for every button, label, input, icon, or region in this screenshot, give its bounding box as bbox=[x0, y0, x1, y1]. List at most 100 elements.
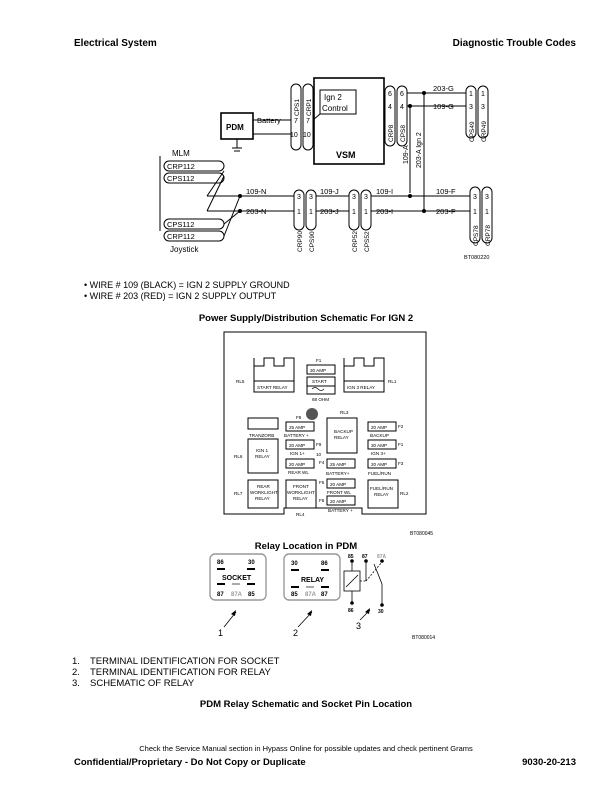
svg-text:RELAY: RELAY bbox=[334, 435, 349, 440]
svg-text:85: 85 bbox=[248, 592, 255, 598]
svg-text:109-I: 109-I bbox=[376, 187, 393, 196]
svg-text:F1: F1 bbox=[398, 442, 404, 447]
svg-text:CRP1: CRP1 bbox=[306, 98, 313, 116]
svg-text:FUEL/RUN: FUEL/RUN bbox=[370, 486, 393, 491]
svg-text:4: 4 bbox=[400, 104, 404, 111]
connector-crp52 bbox=[348, 189, 360, 231]
connector-cps52 bbox=[360, 189, 372, 231]
wire-legend-item: WIRE # 203 (RED) = IGN 2 SUPPLY OUTPUT bbox=[84, 291, 290, 302]
callout-2: 2 bbox=[293, 628, 298, 638]
list-item: 1.TERMINAL IDENTIFICATION FOR SOCKET bbox=[72, 656, 280, 667]
svg-text:TRANZORB: TRANZORB bbox=[249, 433, 274, 438]
vsm-label: VSM bbox=[336, 150, 356, 160]
svg-text:IGN 3 RELAY: IGN 3 RELAY bbox=[347, 385, 375, 390]
svg-text:30: 30 bbox=[291, 561, 298, 567]
svg-text:START RELAY: START RELAY bbox=[257, 385, 288, 390]
svg-text:IGN 1: IGN 1 bbox=[256, 448, 268, 453]
callout-3: 3 bbox=[356, 621, 361, 631]
svg-text:203-F: 203-F bbox=[436, 207, 456, 216]
figure-id-bt080220: BT080220 bbox=[464, 255, 489, 261]
connector-crp90 bbox=[293, 189, 305, 231]
svg-text:F3: F3 bbox=[398, 461, 404, 466]
connector-cps112-top bbox=[163, 172, 225, 184]
svg-text:1: 1 bbox=[485, 209, 489, 216]
svg-text:85: 85 bbox=[291, 592, 298, 598]
svg-text:IGN 1+: IGN 1+ bbox=[290, 451, 305, 456]
svg-text:RL5: RL5 bbox=[236, 379, 245, 384]
callout-1: 1 bbox=[218, 628, 223, 638]
svg-text:CRP52: CRP52 bbox=[352, 231, 359, 252]
svg-text:87A: 87A bbox=[305, 592, 317, 598]
svg-text:CPS8: CPS8 bbox=[400, 125, 407, 142]
figure-id-bt080045: BT080045 bbox=[410, 531, 433, 537]
svg-text:CPS52: CPS52 bbox=[364, 231, 371, 252]
list-item: 2.TERMINAL IDENTIFICATION FOR RELAY bbox=[72, 667, 271, 678]
joystick-label: Joystick bbox=[170, 245, 199, 254]
svg-text:10: 10 bbox=[316, 452, 322, 457]
svg-text:25 AMP: 25 AMP bbox=[289, 425, 305, 430]
svg-text:1: 1 bbox=[481, 91, 485, 98]
svg-text:CPS1: CPS1 bbox=[294, 99, 301, 116]
connector-crp49 bbox=[477, 85, 489, 139]
svg-text:RELAY: RELAY bbox=[293, 496, 308, 501]
svg-text:F2: F2 bbox=[398, 424, 404, 429]
svg-text:203-G: 203-G bbox=[433, 84, 454, 93]
svg-text:1: 1 bbox=[309, 209, 313, 216]
svg-text:3: 3 bbox=[473, 194, 477, 201]
svg-text:1: 1 bbox=[364, 209, 368, 216]
svg-text:30 AMP: 30 AMP bbox=[310, 368, 326, 373]
svg-text:4: 4 bbox=[388, 104, 392, 111]
svg-text:203-A Ign 2: 203-A Ign 2 bbox=[416, 132, 423, 168]
svg-text:CRP112: CRP112 bbox=[167, 162, 195, 171]
svg-text:F1: F1 bbox=[316, 358, 322, 363]
svg-text:REAR: REAR bbox=[257, 484, 270, 489]
svg-text:109-A: 109-A bbox=[403, 145, 410, 164]
svg-text:CRP8: CRP8 bbox=[388, 124, 395, 142]
svg-text:30: 30 bbox=[378, 609, 384, 615]
svg-text:87: 87 bbox=[321, 592, 328, 598]
svg-text:1: 1 bbox=[297, 209, 301, 216]
svg-text:203-N: 203-N bbox=[246, 207, 266, 216]
svg-text:RL3: RL3 bbox=[340, 410, 349, 415]
svg-text:F8: F8 bbox=[296, 415, 302, 420]
svg-text:10: 10 bbox=[303, 132, 311, 139]
wire-legend-item: WIRE # 109 (BLACK) = IGN 2 SUPPLY GROUND bbox=[84, 280, 290, 291]
svg-text:REAR WL: REAR WL bbox=[288, 470, 309, 475]
relay-label: RELAY bbox=[301, 577, 324, 584]
pdm-label: PDM bbox=[226, 123, 244, 132]
svg-text:BATTERY+: BATTERY+ bbox=[326, 471, 350, 476]
svg-text:3: 3 bbox=[309, 194, 313, 201]
svg-text:203-I: 203-I bbox=[376, 207, 393, 216]
connector-cps1 bbox=[290, 83, 302, 151]
connector-crp8 bbox=[384, 85, 396, 147]
svg-text:109-G: 109-G bbox=[433, 102, 454, 111]
svg-text:87: 87 bbox=[362, 554, 368, 560]
footer-page-number: 9030-20-213 bbox=[522, 757, 576, 768]
footer-confidential: Confidential/Proprietary - Do Not Copy o… bbox=[74, 757, 306, 768]
svg-text:RELAY: RELAY bbox=[374, 492, 389, 497]
svg-text:CRP90: CRP90 bbox=[297, 231, 304, 252]
vsm-box bbox=[313, 77, 385, 165]
svg-text:BACKUP: BACKUP bbox=[334, 429, 353, 434]
svg-text:RELAY: RELAY bbox=[255, 454, 270, 459]
svg-text:RL6: RL6 bbox=[234, 454, 243, 459]
svg-text:87A: 87A bbox=[377, 554, 387, 560]
caption-power-supply: Power Supply/Distribution Schematic For … bbox=[198, 313, 414, 324]
svg-text:F9: F9 bbox=[316, 442, 322, 447]
svg-text:1: 1 bbox=[473, 209, 477, 216]
svg-text:3: 3 bbox=[297, 194, 301, 201]
battery-label: Battery bbox=[257, 116, 281, 125]
svg-text:109-F: 109-F bbox=[436, 187, 456, 196]
caption-relay-schematic: PDM Relay Schematic and Socket Pin Locat… bbox=[199, 699, 413, 710]
svg-text:3: 3 bbox=[469, 104, 473, 111]
svg-text:3: 3 bbox=[485, 194, 489, 201]
connector-crp1 bbox=[302, 83, 314, 151]
svg-text:20 AMP: 20 AMP bbox=[330, 482, 346, 487]
svg-text:85: 85 bbox=[348, 554, 354, 560]
socket-label: SOCKET bbox=[222, 575, 252, 582]
svg-text:203-J: 203-J bbox=[320, 207, 339, 216]
ign2-control-box bbox=[319, 89, 357, 115]
footer-note: Check the Service Manual section in Hypa… bbox=[139, 744, 473, 753]
svg-text:68 OHM: 68 OHM bbox=[312, 397, 329, 402]
list-item: 3.SCHEMATIC OF RELAY bbox=[72, 678, 195, 689]
